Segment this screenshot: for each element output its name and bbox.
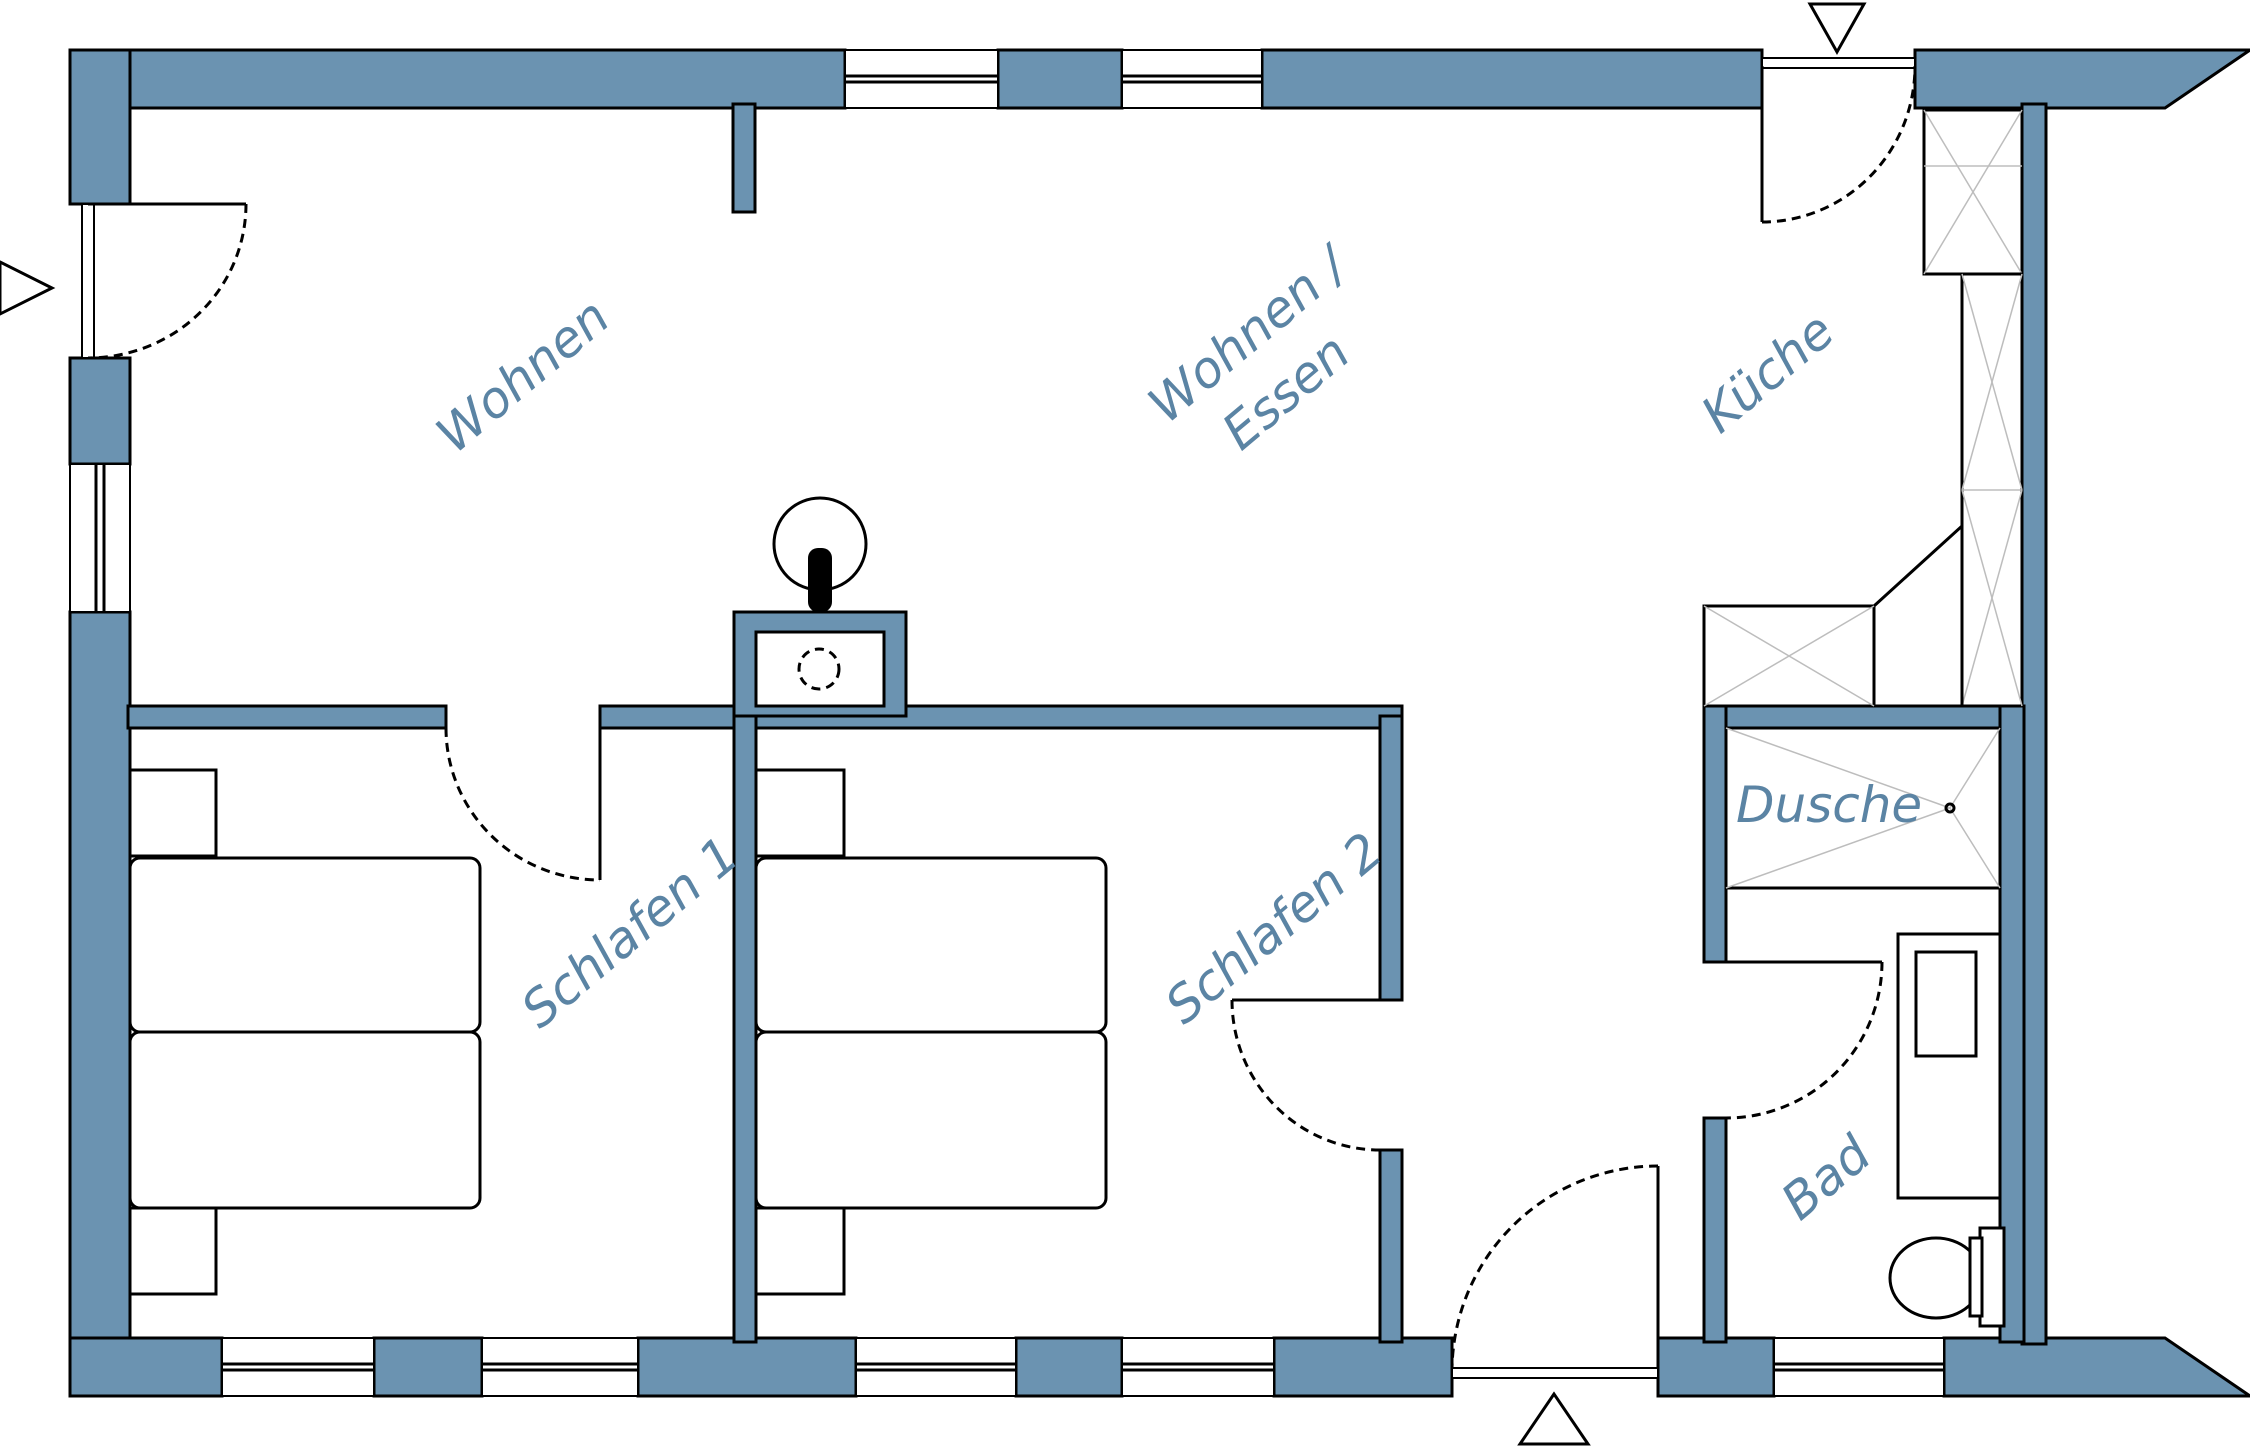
wall-right <box>2020 102 2048 1346</box>
label-schlafen1: Schlafen 1 <box>510 826 749 1040</box>
wall-left-3 <box>68 610 132 1398</box>
window-bottom-4 <box>1121 1337 1275 1397</box>
wall-bottom-3 <box>636 1336 858 1398</box>
entrance-top-arrow <box>1807 2 1867 56</box>
wall-bed1-top-right <box>598 704 738 730</box>
sink <box>1914 950 1978 1058</box>
bed-1b <box>128 1030 482 1210</box>
nightstand-2b <box>754 1206 846 1296</box>
window-bottom-2 <box>481 1337 639 1397</box>
door-bottom-frame <box>1451 1367 1659 1379</box>
door-bath-swing <box>1725 961 1884 1120</box>
label-wohnen: Wohnen <box>425 287 620 464</box>
label-bad: Bad <box>1770 1124 1882 1231</box>
toilet-tank <box>1978 1226 2006 1328</box>
nightstand-1a <box>128 768 218 858</box>
window-top-2 <box>1121 49 1263 109</box>
wall-left-1 <box>68 48 132 206</box>
wall-top-right <box>1913 48 2250 110</box>
nightstand-2a <box>754 768 846 858</box>
window-top-1 <box>844 49 999 109</box>
wall-bottom-6 <box>1656 1336 1776 1398</box>
room-labels: Wohnen Wohnen / Essen Küche Schlafen 1 S… <box>425 233 1922 1231</box>
kitchen-units <box>1702 108 2024 708</box>
window-bottom-1 <box>221 1337 375 1397</box>
door-bottom-swing <box>1450 1164 1659 1369</box>
entrance-left-arrow <box>0 260 56 316</box>
wall-left-2 <box>68 356 132 466</box>
wall-top-2 <box>996 48 1124 110</box>
stove <box>772 496 868 612</box>
wall-bottom-right <box>1942 1336 2250 1398</box>
wall-bottom-2 <box>372 1336 484 1398</box>
bath-fixtures <box>1888 932 2006 1328</box>
wall-bed-divider <box>732 714 758 1344</box>
wall-bath-left-2 <box>1702 1116 1728 1344</box>
door-top-swing <box>1761 65 1917 224</box>
chimney-flue <box>754 630 886 708</box>
door-bed2-swing <box>1230 999 1381 1152</box>
wall-bed2-right-1 <box>1378 714 1404 1002</box>
shower <box>1724 726 2002 890</box>
door-bed1-swing <box>444 727 601 882</box>
entrance-markers <box>0 2 1867 1446</box>
window-left <box>69 463 131 613</box>
bed-1a <box>128 856 482 1034</box>
chimney-circle <box>797 647 841 691</box>
bed-2a <box>754 856 1108 1034</box>
wall-bath-left-1 <box>1702 704 1728 964</box>
kitchen-corner <box>1872 522 1964 708</box>
toilet-seat-back <box>1968 1236 1984 1318</box>
door-top-frame <box>1761 57 1916 69</box>
door-left-frame <box>81 203 95 359</box>
wall-stub-top <box>731 102 757 214</box>
label-schlafen2: Schlafen 2 <box>1154 822 1393 1036</box>
nightstand-1b <box>128 1206 218 1296</box>
wall-top-3 <box>1260 48 1764 110</box>
window-bottom-3 <box>855 1337 1017 1397</box>
stove-pipe <box>808 548 832 612</box>
wall-bed1-top-left <box>126 704 448 730</box>
bedroom1-furniture <box>128 768 482 1296</box>
label-kueche: Küche <box>1690 301 1845 444</box>
window-bottom-5 <box>1773 1337 1945 1397</box>
bed-2b <box>754 1030 1108 1210</box>
door-left-swing <box>87 203 248 360</box>
toilet-bowl <box>1888 1236 1984 1320</box>
wall-bath-top <box>1702 704 2026 730</box>
wall-bed2-right-2 <box>1378 1148 1404 1344</box>
wall-bottom-5 <box>1272 1336 1454 1398</box>
wall-top-1 <box>68 48 847 110</box>
windows <box>69 49 1945 1397</box>
doors <box>81 57 1917 1379</box>
wall-bottom-1 <box>68 1336 224 1398</box>
bedroom2-furniture <box>754 768 1108 1296</box>
wall-bottom-4 <box>1014 1336 1124 1398</box>
entrance-bottom-arrow <box>1517 1391 1591 1446</box>
label-dusche: Dusche <box>1736 776 1922 834</box>
